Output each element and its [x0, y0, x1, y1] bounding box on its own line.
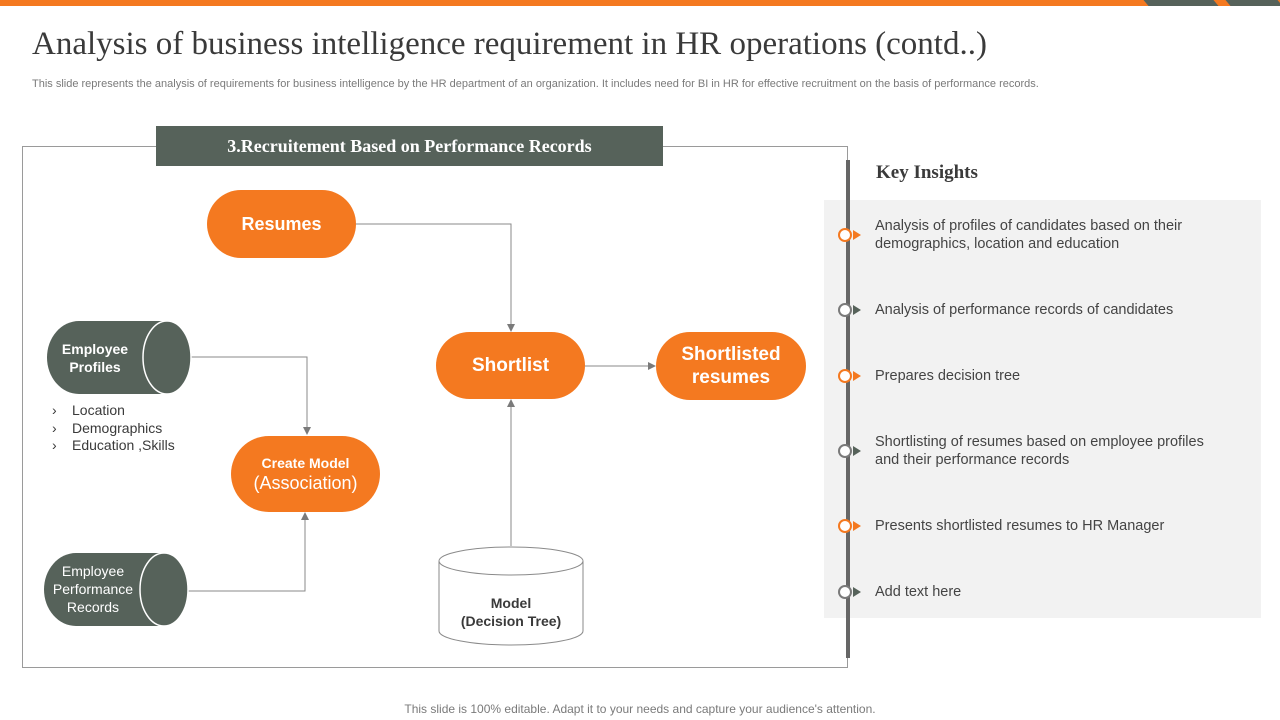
footer-note: This slide is 100% editable. Adapt it to…: [404, 702, 876, 716]
chevron-right-icon: ›: [52, 419, 57, 436]
insights-title: Key Insights: [876, 162, 978, 183]
timeline-marker-icon: [838, 444, 852, 458]
employee-profiles-cylinder: [47, 320, 192, 395]
profile-attributes-list: ›Location ›Demographics ›Education ,Skil…: [52, 402, 175, 455]
insights-timeline-line: [846, 160, 850, 658]
connector-resumes-shortlist: [356, 223, 515, 332]
shortlisted-resumes-node: Shortlisted resumes: [656, 332, 806, 400]
list-item: ›Demographics: [52, 419, 163, 436]
timeline-marker-icon: [838, 303, 852, 317]
insight-item: Analysis of performance records of candi…: [875, 302, 1174, 318]
arrow-right-icon: [853, 371, 861, 381]
timeline-marker-icon: [838, 519, 852, 533]
employee-performance-label: Employee Performance Records: [52, 563, 134, 615]
section-header: 3.Recruitement Based on Performance Reco…: [156, 126, 663, 166]
arrow-right-icon: [853, 305, 861, 315]
connector-profiles-model: [190, 356, 311, 435]
decision-tree-label: Model (Decision Tree): [460, 595, 562, 629]
list-item: ›Location: [52, 402, 125, 418]
page-title: Analysis of business intelligence requir…: [32, 26, 987, 62]
association-label: (Association): [253, 472, 358, 493]
arrow-right-icon: [853, 587, 861, 597]
top-accent-bar: [0, 0, 1280, 6]
arrow-right-icon: [853, 446, 861, 456]
create-model-node: Create Model (Association): [231, 436, 380, 512]
chevron-right-icon: ›: [52, 437, 57, 453]
employee-performance-cylinder: [44, 552, 189, 627]
timeline-marker-icon: [838, 228, 852, 242]
chevron-right-icon: ›: [52, 402, 57, 418]
create-model-label: Create Model: [261, 454, 350, 471]
connector-performance-model: [188, 512, 309, 592]
resumes-node: Resumes: [207, 190, 356, 258]
insights-panel: [824, 200, 1261, 618]
employee-profiles-label: Employee Profiles: [61, 341, 129, 375]
insight-item: Analysis of profiles of candidates based…: [875, 218, 1183, 252]
timeline-marker-icon: [838, 585, 852, 599]
insight-item: Add text here: [875, 584, 962, 600]
page-subtitle: This slide represents the analysis of re…: [32, 78, 1039, 90]
arrow-right-icon: [853, 521, 861, 531]
arrow-right-icon: [853, 230, 861, 240]
insight-item: Shortlisting of resumes based on employe…: [875, 434, 1204, 468]
timeline-marker-icon: [838, 369, 852, 383]
list-item: ›Education ,Skills: [52, 437, 175, 453]
decision-tree-cylinder: [438, 546, 584, 646]
shortlist-node: Shortlist: [436, 332, 585, 399]
insight-item: Prepares decision tree: [875, 368, 1021, 384]
insight-item: Presents shortlisted resumes to HR Manag…: [875, 518, 1165, 534]
